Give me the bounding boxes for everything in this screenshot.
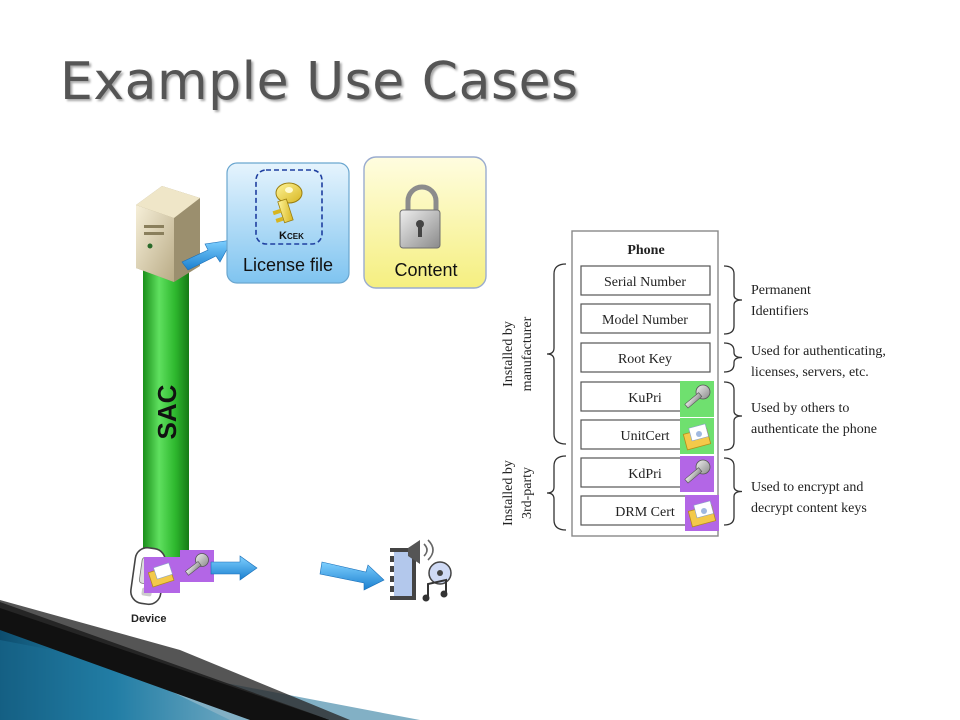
device-key-badge (180, 550, 214, 582)
key-label: KCEK (279, 230, 304, 242)
installed-by-line: Installed by (501, 460, 516, 526)
right-bracket (723, 381, 743, 451)
device-cert-badge (144, 557, 180, 593)
device-label: Device (131, 613, 166, 625)
phone-note-line: decrypt content keys (751, 501, 867, 516)
key-icon (272, 182, 303, 224)
installed-by-label: Installed by manufacturer (501, 316, 535, 391)
phone-row-model-number: Model Number (580, 303, 711, 334)
phone-row-label: Root Key (618, 352, 672, 367)
sac-bar: SAC (143, 262, 189, 560)
content-label: Content (394, 260, 457, 280)
arrow-server-to-license (181, 239, 233, 271)
content-box: Content (363, 156, 487, 289)
phone-note-line: Used to encrypt and (751, 480, 863, 495)
drm-cert-certificate-icon (685, 495, 719, 531)
installed-by-line: Installed by (501, 321, 516, 387)
lock-icon (399, 184, 441, 249)
phone-title: Phone (627, 243, 664, 258)
license-file-label: License file (243, 255, 333, 275)
phone-badges (680, 381, 719, 531)
phone-note-line: Permanent (751, 283, 811, 298)
phone-row-label: KdPri (628, 467, 662, 482)
phone-brackets (546, 263, 743, 531)
installed-by-line: 3rd-party (520, 467, 535, 519)
right-bracket (723, 265, 743, 335)
phone-note-line: licenses, servers, etc. (751, 365, 869, 380)
phone-row-label: KuPri (628, 391, 662, 406)
unitcert-certificate-icon (680, 418, 714, 454)
phone-row-label: UnitCert (621, 429, 670, 444)
arrow-device (210, 555, 258, 581)
installed-by-line: manufacturer (520, 316, 535, 391)
kdpri-key-icon (680, 456, 714, 492)
phone-note-line: Used for authenticating, (751, 344, 886, 359)
phone-row-serial-number: Serial Number (580, 265, 711, 296)
phone-note-line: Used by others to (751, 401, 849, 416)
license-file-box: KCEK License file (226, 162, 350, 284)
right-bracket (723, 342, 743, 373)
left-bracket (546, 455, 567, 531)
phone-row-label: Model Number (602, 313, 688, 328)
sac-label: SAC (152, 384, 182, 439)
corner-ribbon (0, 600, 420, 720)
kupri-key-icon (680, 381, 714, 417)
server-icon (136, 186, 200, 282)
phone-row-label: Serial Number (604, 275, 686, 290)
phone-note-line: authenticate the phone (751, 422, 877, 437)
phone-row-root-key: Root Key (580, 342, 711, 373)
slide-title: Example Use Cases (60, 52, 579, 112)
right-bracket (723, 457, 743, 526)
installed-by-label: Installed by 3rd-party (501, 460, 535, 526)
media-icon (390, 539, 452, 602)
left-bracket (546, 263, 567, 445)
phone-row-label: DRM Cert (615, 505, 675, 520)
arrow-to-media (319, 561, 385, 591)
phone-note-line: Identifiers (751, 304, 809, 319)
